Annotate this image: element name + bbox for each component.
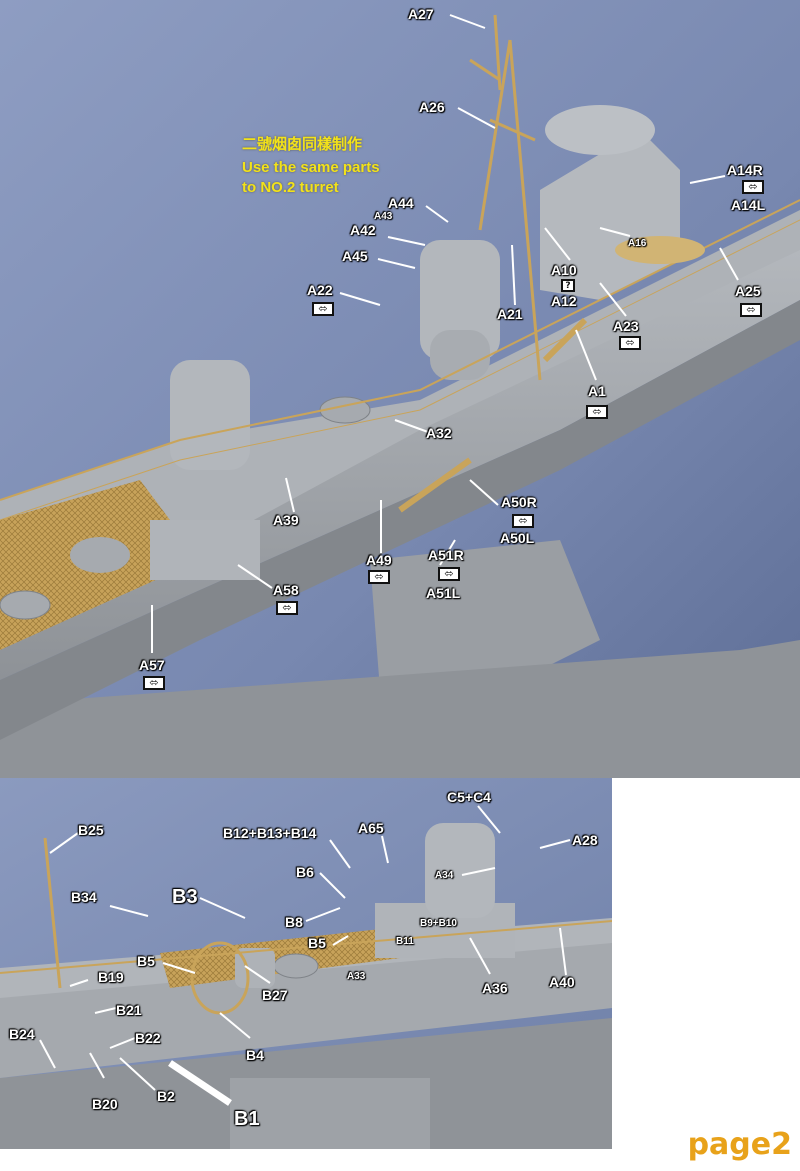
label-b1: B1 [234, 1108, 260, 1130]
label-a57: A57 [139, 657, 165, 673]
label-a43: A43 [374, 211, 393, 222]
label-a16: A16 [628, 238, 647, 249]
label-a12: A12 [551, 293, 577, 309]
label-b19: B19 [98, 969, 124, 985]
top-photo-drawing [0, 0, 800, 778]
bottom-model-photo: B25 C5+C4 B12+B13+B14 A65 A28 B6 B3 B34 … [0, 778, 612, 1149]
label-a26: A26 [419, 99, 445, 115]
label-a42: A42 [350, 222, 376, 238]
label-b4: B4 [246, 1047, 264, 1063]
label-a58: A58 [273, 582, 299, 598]
label-a23: A23 [613, 318, 639, 334]
label-a21: A21 [497, 306, 523, 322]
label-a1: A1 [588, 383, 606, 399]
label-a33: A33 [347, 971, 366, 982]
label-b27: B27 [262, 987, 288, 1003]
bend-symbol-a51: ⬄ [438, 567, 460, 581]
label-a14r: A14R [727, 162, 763, 178]
label-b20: B20 [92, 1096, 118, 1112]
label-b9-b10: B9+B10 [420, 918, 457, 929]
label-a40: A40 [549, 974, 575, 990]
label-a22: A22 [307, 282, 333, 298]
label-b21: B21 [116, 1002, 142, 1018]
question-symbol-a10: ? [561, 279, 575, 292]
bend-symbol-a23: ⬄ [619, 336, 641, 350]
label-a10: A10 [551, 262, 577, 278]
bend-symbol-a57: ⬄ [143, 676, 165, 690]
label-a27: A27 [408, 6, 434, 22]
label-a32: A32 [426, 425, 452, 441]
label-b8: B8 [285, 914, 303, 930]
label-a50l: A50L [500, 530, 535, 546]
label-b24: B24 [9, 1026, 35, 1042]
bend-symbol-a1: ⬄ [586, 405, 608, 419]
bend-symbol-a58: ⬄ [276, 601, 298, 615]
label-a34: A34 [435, 870, 454, 881]
bend-symbol-a22: ⬄ [312, 302, 334, 316]
note-chinese: 二號烟囱同樣制作 [242, 136, 363, 153]
label-b6: B6 [296, 864, 314, 880]
bend-symbol-a49: ⬄ [368, 570, 390, 584]
top-model-photo: 二號烟囱同樣制作 Use the same parts to NO.2 turr… [0, 0, 800, 778]
label-a28: A28 [572, 832, 598, 848]
label-b22: B22 [135, 1030, 161, 1046]
label-a51l: A51L [426, 585, 461, 601]
label-b5-left: B5 [137, 953, 155, 969]
label-c5-c4: C5+C4 [447, 789, 491, 805]
label-a49: A49 [366, 552, 392, 568]
bend-symbol-a14: ⬄ [742, 180, 764, 194]
label-a25: A25 [735, 283, 761, 299]
label-b11: B11 [396, 936, 414, 947]
label-a14l: A14L [731, 197, 766, 213]
label-b34: B34 [71, 889, 97, 905]
label-b3: B3 [172, 886, 198, 908]
label-a65: A65 [358, 820, 384, 836]
bottom-photo-drawing [0, 778, 612, 1149]
label-b25: B25 [78, 822, 104, 838]
label-a39: A39 [273, 512, 299, 528]
label-a44: A44 [388, 195, 414, 211]
label-b5-right: B5 [308, 935, 326, 951]
note-line1: Use the same parts [242, 159, 380, 176]
page-number-label: page2 [687, 1127, 792, 1162]
label-a45: A45 [342, 248, 368, 264]
label-a51r: A51R [428, 547, 464, 563]
note-line2: to NO.2 turret [242, 179, 339, 196]
bend-symbol-a50: ⬄ [512, 514, 534, 528]
bend-symbol-a25: ⬄ [740, 303, 762, 317]
label-b12-b13-b14: B12+B13+B14 [223, 825, 317, 841]
label-b2: B2 [157, 1088, 175, 1104]
label-a36: A36 [482, 980, 508, 996]
label-a50r: A50R [501, 494, 537, 510]
